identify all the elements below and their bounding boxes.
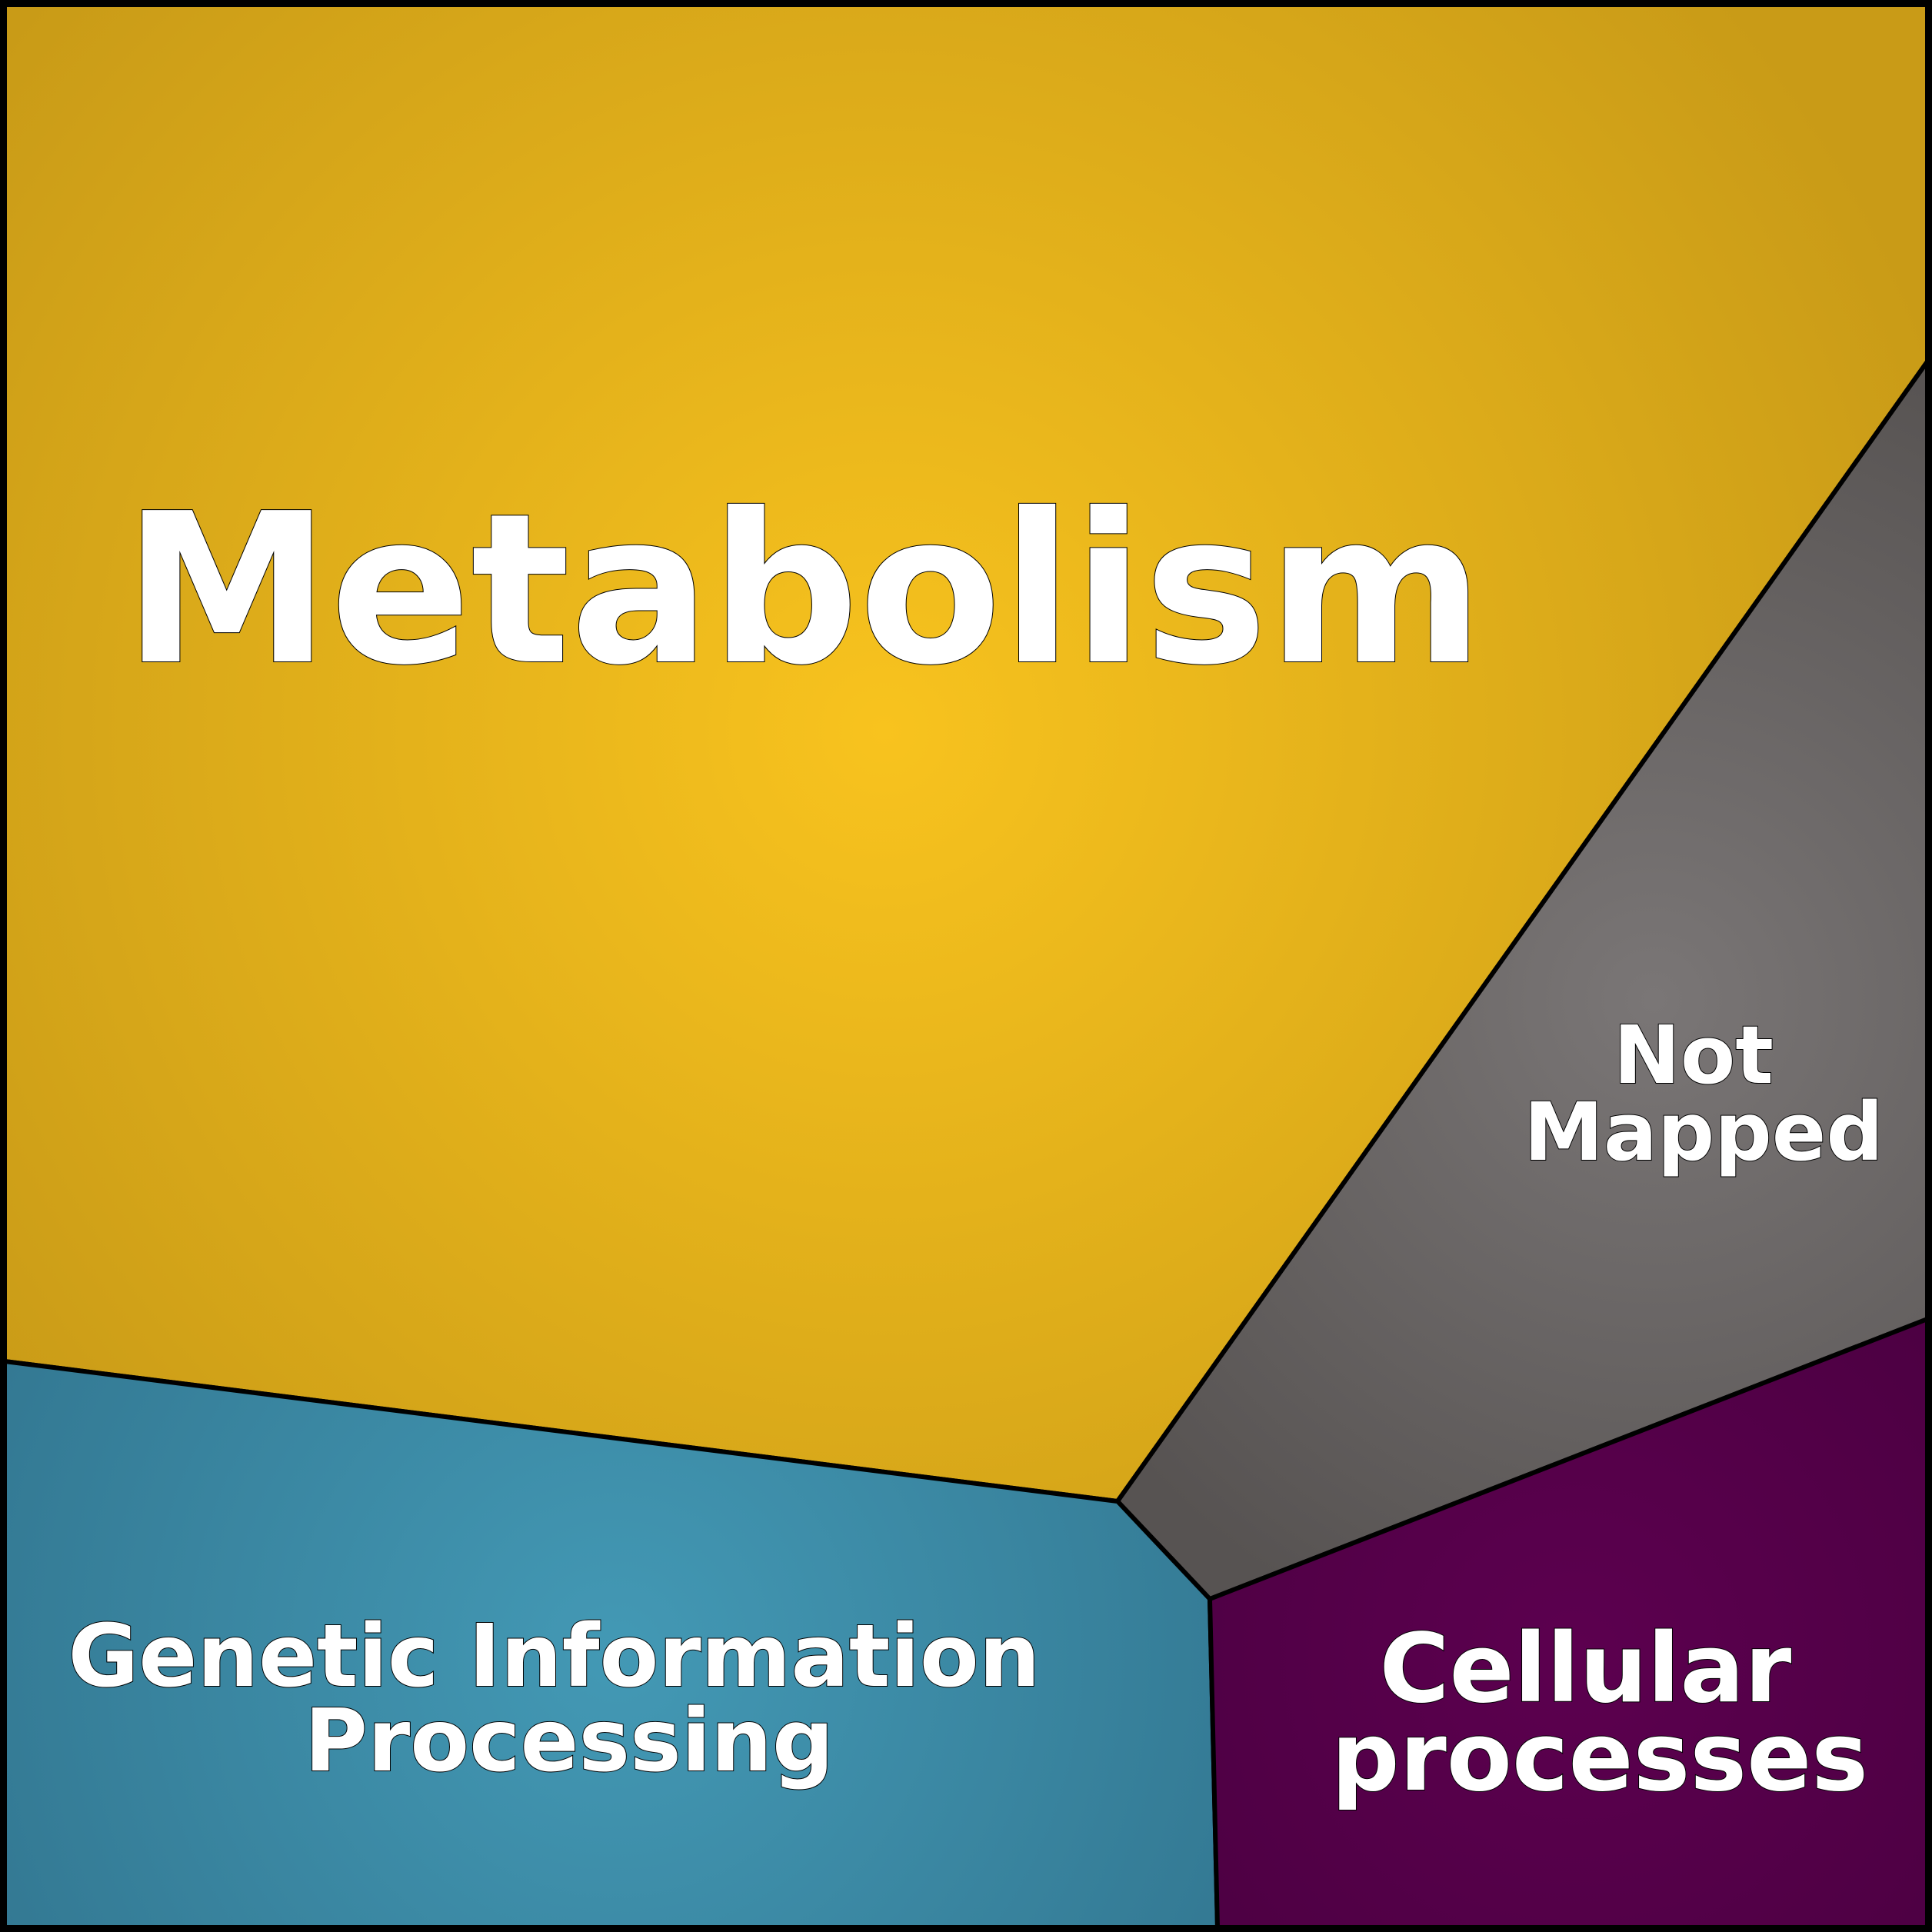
cell-genetic-information-processing-label-line-1: Genetic Information <box>68 1607 1040 1707</box>
cell-cellular-processes-label: Cellular processes <box>1331 1614 1868 1813</box>
cell-not-mapped-label-line-1: Not <box>1614 1008 1774 1102</box>
cell-not-mapped-label-line-2: Mapped <box>1524 1085 1884 1179</box>
cell-genetic-information-processing-label-line-2: Processing <box>305 1691 834 1791</box>
cell-cellular-processes-label-line-2: processes <box>1331 1702 1868 1813</box>
cell-cellular-processes-label-line-1: Cellular <box>1380 1614 1792 1724</box>
cell-metabolism-label-line-1: Metabolism <box>124 468 1484 711</box>
cell-metabolism[interactable]: Metabolism <box>2 2 1930 1504</box>
cell-not-mapped-label: Not Mapped <box>1524 1008 1884 1179</box>
cell-metabolism-label: Metabolism <box>124 468 1484 711</box>
cell-genetic-information-processing[interactable]: Genetic Information Processing <box>2 1359 1220 1930</box>
cell-genetic-information-processing-label: Genetic Information Processing <box>68 1607 1070 1791</box>
cell-not-mapped[interactable]: Not Mapped <box>1115 359 1930 1601</box>
